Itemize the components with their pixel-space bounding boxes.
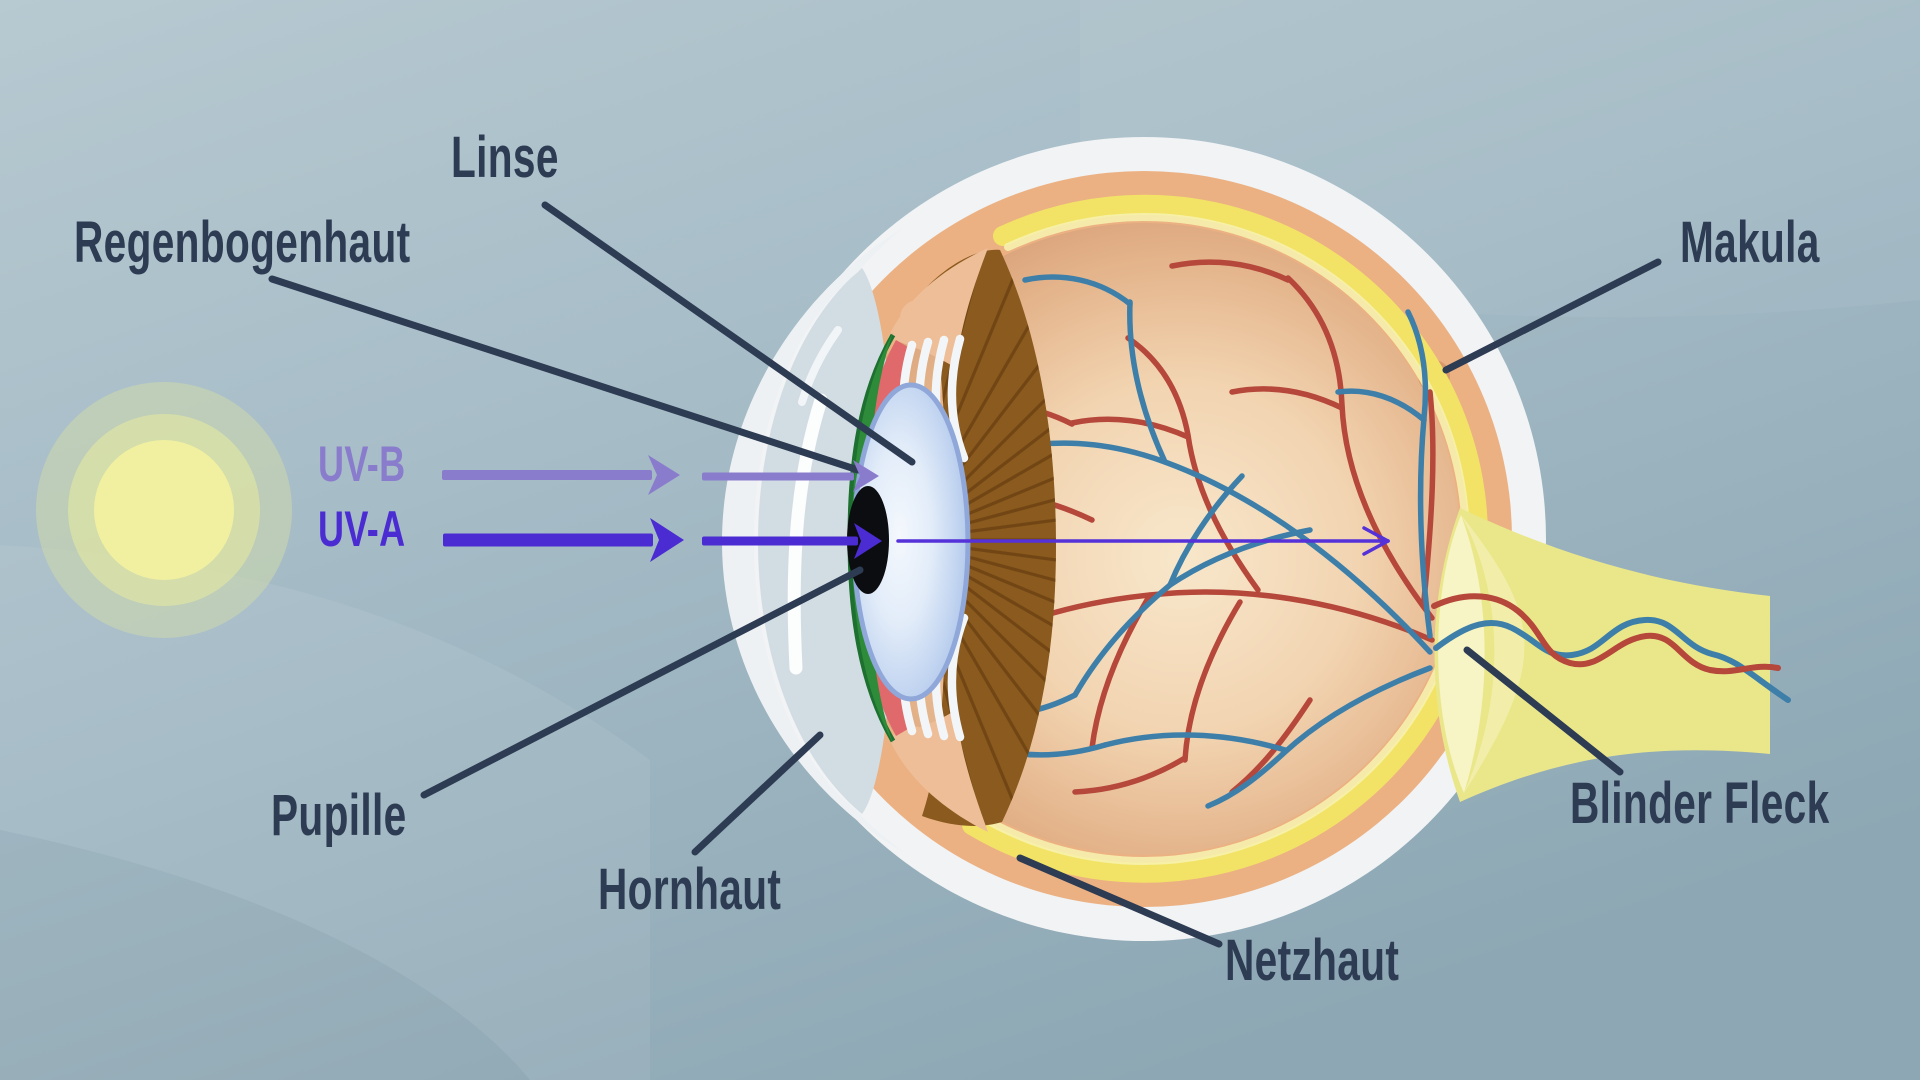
leader-netzhaut <box>1016 854 1223 948</box>
label-pupille: Pupille <box>271 783 407 848</box>
sun <box>36 382 292 638</box>
leader-makula <box>1442 258 1662 374</box>
leader-lines <box>268 201 1662 948</box>
optic-nerve-vessels <box>1431 593 1791 703</box>
label-makula: Makula <box>1680 210 1820 275</box>
label-hornhaut: Hornhaut <box>598 857 782 922</box>
uv-b-ray <box>442 455 879 495</box>
label-blinder-fleck: Blinder Fleck <box>1570 771 1830 836</box>
leader-linse <box>541 201 916 466</box>
ciliary-body <box>888 248 988 832</box>
label-uv-a: UV-A <box>318 501 406 557</box>
label-regenbogenhaut: Regenbogenhaut <box>74 210 411 275</box>
label-linse: Linse <box>451 125 559 190</box>
label-uv-b: UV-B <box>318 436 406 492</box>
uv-a-ray-inside-eye <box>896 526 1390 556</box>
uv-a-ray <box>443 518 1390 562</box>
leader-blinder-fleck <box>1463 646 1624 776</box>
leader-regenbogenhaut <box>268 275 862 474</box>
label-netzhaut: Netzhaut <box>1225 928 1400 993</box>
leader-pupille <box>420 566 864 799</box>
leader-hornhaut <box>691 731 824 856</box>
